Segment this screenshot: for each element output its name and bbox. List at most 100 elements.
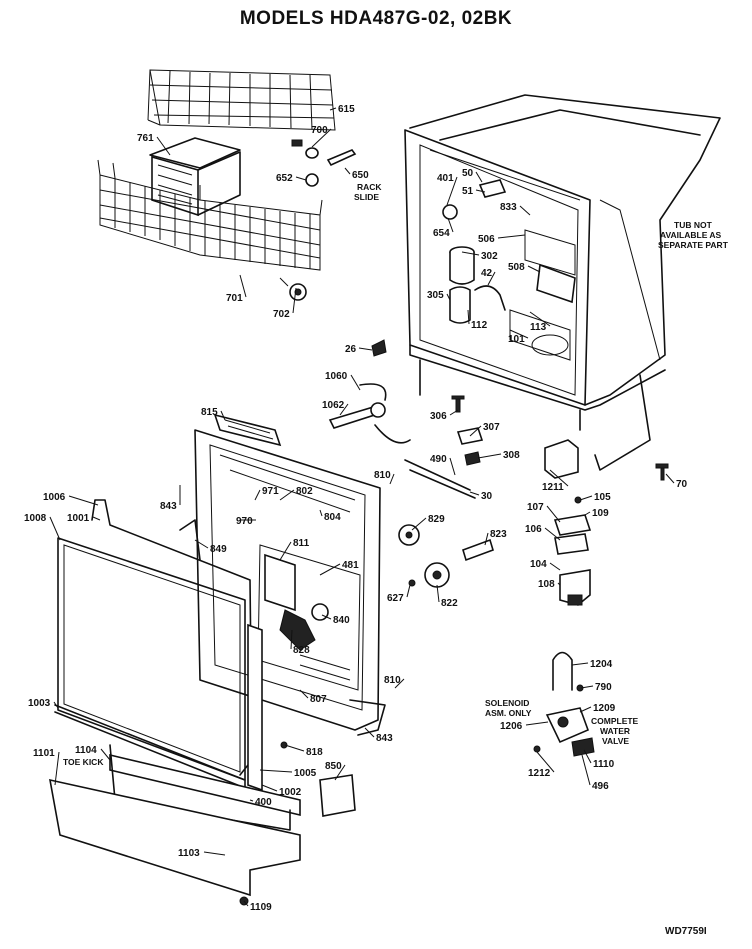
note-solenoid-line2: ASM. ONLY [485,708,532,718]
leader-line-702 [292,287,297,314]
inner-door-panel [194,413,381,731]
leader-line-1212 [536,751,555,773]
leader-line-1104 [100,748,111,761]
leader-line-829 [411,517,427,531]
leader-line-761 [156,136,171,156]
note-solenoid: SOLENOID ASM. ONLY [485,698,532,718]
part-label-50: 50 [462,168,474,179]
part-label-829: 829 [428,514,445,525]
part-label-307: 307 [483,422,500,433]
note-solenoid-line1: SOLENOID [485,698,529,708]
note-water-valve-line3: VALVE [602,736,629,746]
float-108 [559,569,591,606]
part-label-1003: 1003 [28,698,51,709]
leader-line-42 [487,271,496,286]
note-tub-line2: AVAILABLE AS [660,230,722,240]
part-label-815: 815 [201,407,218,418]
part-label-26: 26 [345,344,357,355]
knob-840 [311,603,329,621]
rack-roller-700 [291,139,319,159]
part-label-1110: 1110 [593,759,615,770]
leader-line-818 [284,744,305,752]
door-trim-1003 [54,704,246,789]
part-label-104: 104 [530,559,547,570]
part-label-108: 108 [538,579,555,590]
part-label-701: 701 [226,293,243,304]
fill-switch-654 [442,204,458,220]
leader-line-833 [519,205,531,216]
part-label-306: 306 [430,411,447,422]
part-label-1209: 1209 [593,703,616,714]
leader-line-1211 [549,469,569,487]
note-rack-slide-line2: SLIDE [354,192,379,202]
leader-line-1103 [203,851,226,856]
part-label-1211: 1211 [542,482,564,493]
leader-line-107 [546,505,561,523]
part-label-818: 818 [306,747,323,758]
part-label-971: 971 [262,486,279,497]
upper-rack-assembly [97,69,357,301]
water-valve-1209 [545,707,595,757]
leader-line-810a [389,473,395,485]
leader-line-850 [334,764,346,781]
screw-306 [451,395,465,413]
leader-line-30 [469,491,480,496]
leader-line-1003 [53,701,59,709]
leader-line-307 [469,425,482,437]
leader-line-306 [449,409,459,416]
leader-line-1101 [54,751,60,786]
part-label-627: 627 [387,593,404,604]
part-label-30: 30 [481,491,493,502]
part-label-1212: 1212 [528,768,551,779]
part-label-1060: 1060 [325,371,348,382]
part-label-401: 401 [437,173,454,184]
impeller-829 [398,524,420,546]
leader-line-1001 [92,516,101,521]
leader-line-101 [509,329,529,339]
part-label-42: 42 [481,268,493,279]
leader-line-400 [249,799,254,802]
leader-line-113 [529,311,551,327]
part-label-508: 508 [508,262,525,273]
leader-line-481 [319,563,341,576]
leader-line-615 [329,107,337,111]
part-label-1001: 1001 [67,513,90,524]
leader-lines [49,107,675,907]
part-label-822: 822 [441,598,458,609]
leader-line-1204 [571,662,589,666]
screw-1212 [533,745,541,753]
part-label-1206: 1206 [500,721,523,732]
side-trim-1002 [247,623,263,792]
transformer-1211 [544,439,579,479]
leader-line-506 [497,234,526,239]
bracket-107 [553,514,592,536]
part-label-1109: 1109 [250,902,272,913]
note-tub-line1: TUB NOT [674,220,713,230]
leader-line-1110 [583,749,592,764]
note-tub: TUB NOT AVAILABLE AS SEPARATE PART [658,220,729,250]
part-label-112: 112 [471,320,488,331]
leader-line-700 [311,128,332,148]
leader-line-1008 [49,516,61,541]
part-label-850: 850 [325,761,342,772]
part-label-843b: 843 [376,733,393,744]
screw-818 [280,741,288,749]
leader-line-508 [527,265,541,273]
leader-line-1109 [243,900,249,907]
leader-line-112 [467,309,470,325]
leader-line-105 [579,495,593,501]
motor-302 [449,246,475,285]
part-label-807: 807 [310,694,327,705]
hose-42 [474,285,506,311]
part-label-400: 400 [255,797,272,808]
leader-line-496 [581,754,591,786]
part-label-506: 506 [478,234,495,245]
leg-screw-70 [655,463,669,481]
leader-line-840 [321,614,332,620]
detergent-dispenser-811 [264,553,296,612]
leader-line-810b [394,678,405,689]
part-label-810b: 810 [384,675,401,686]
part-label-106: 106 [525,524,542,535]
leader-line-51 [475,189,486,193]
leader-line-70 [665,473,675,484]
